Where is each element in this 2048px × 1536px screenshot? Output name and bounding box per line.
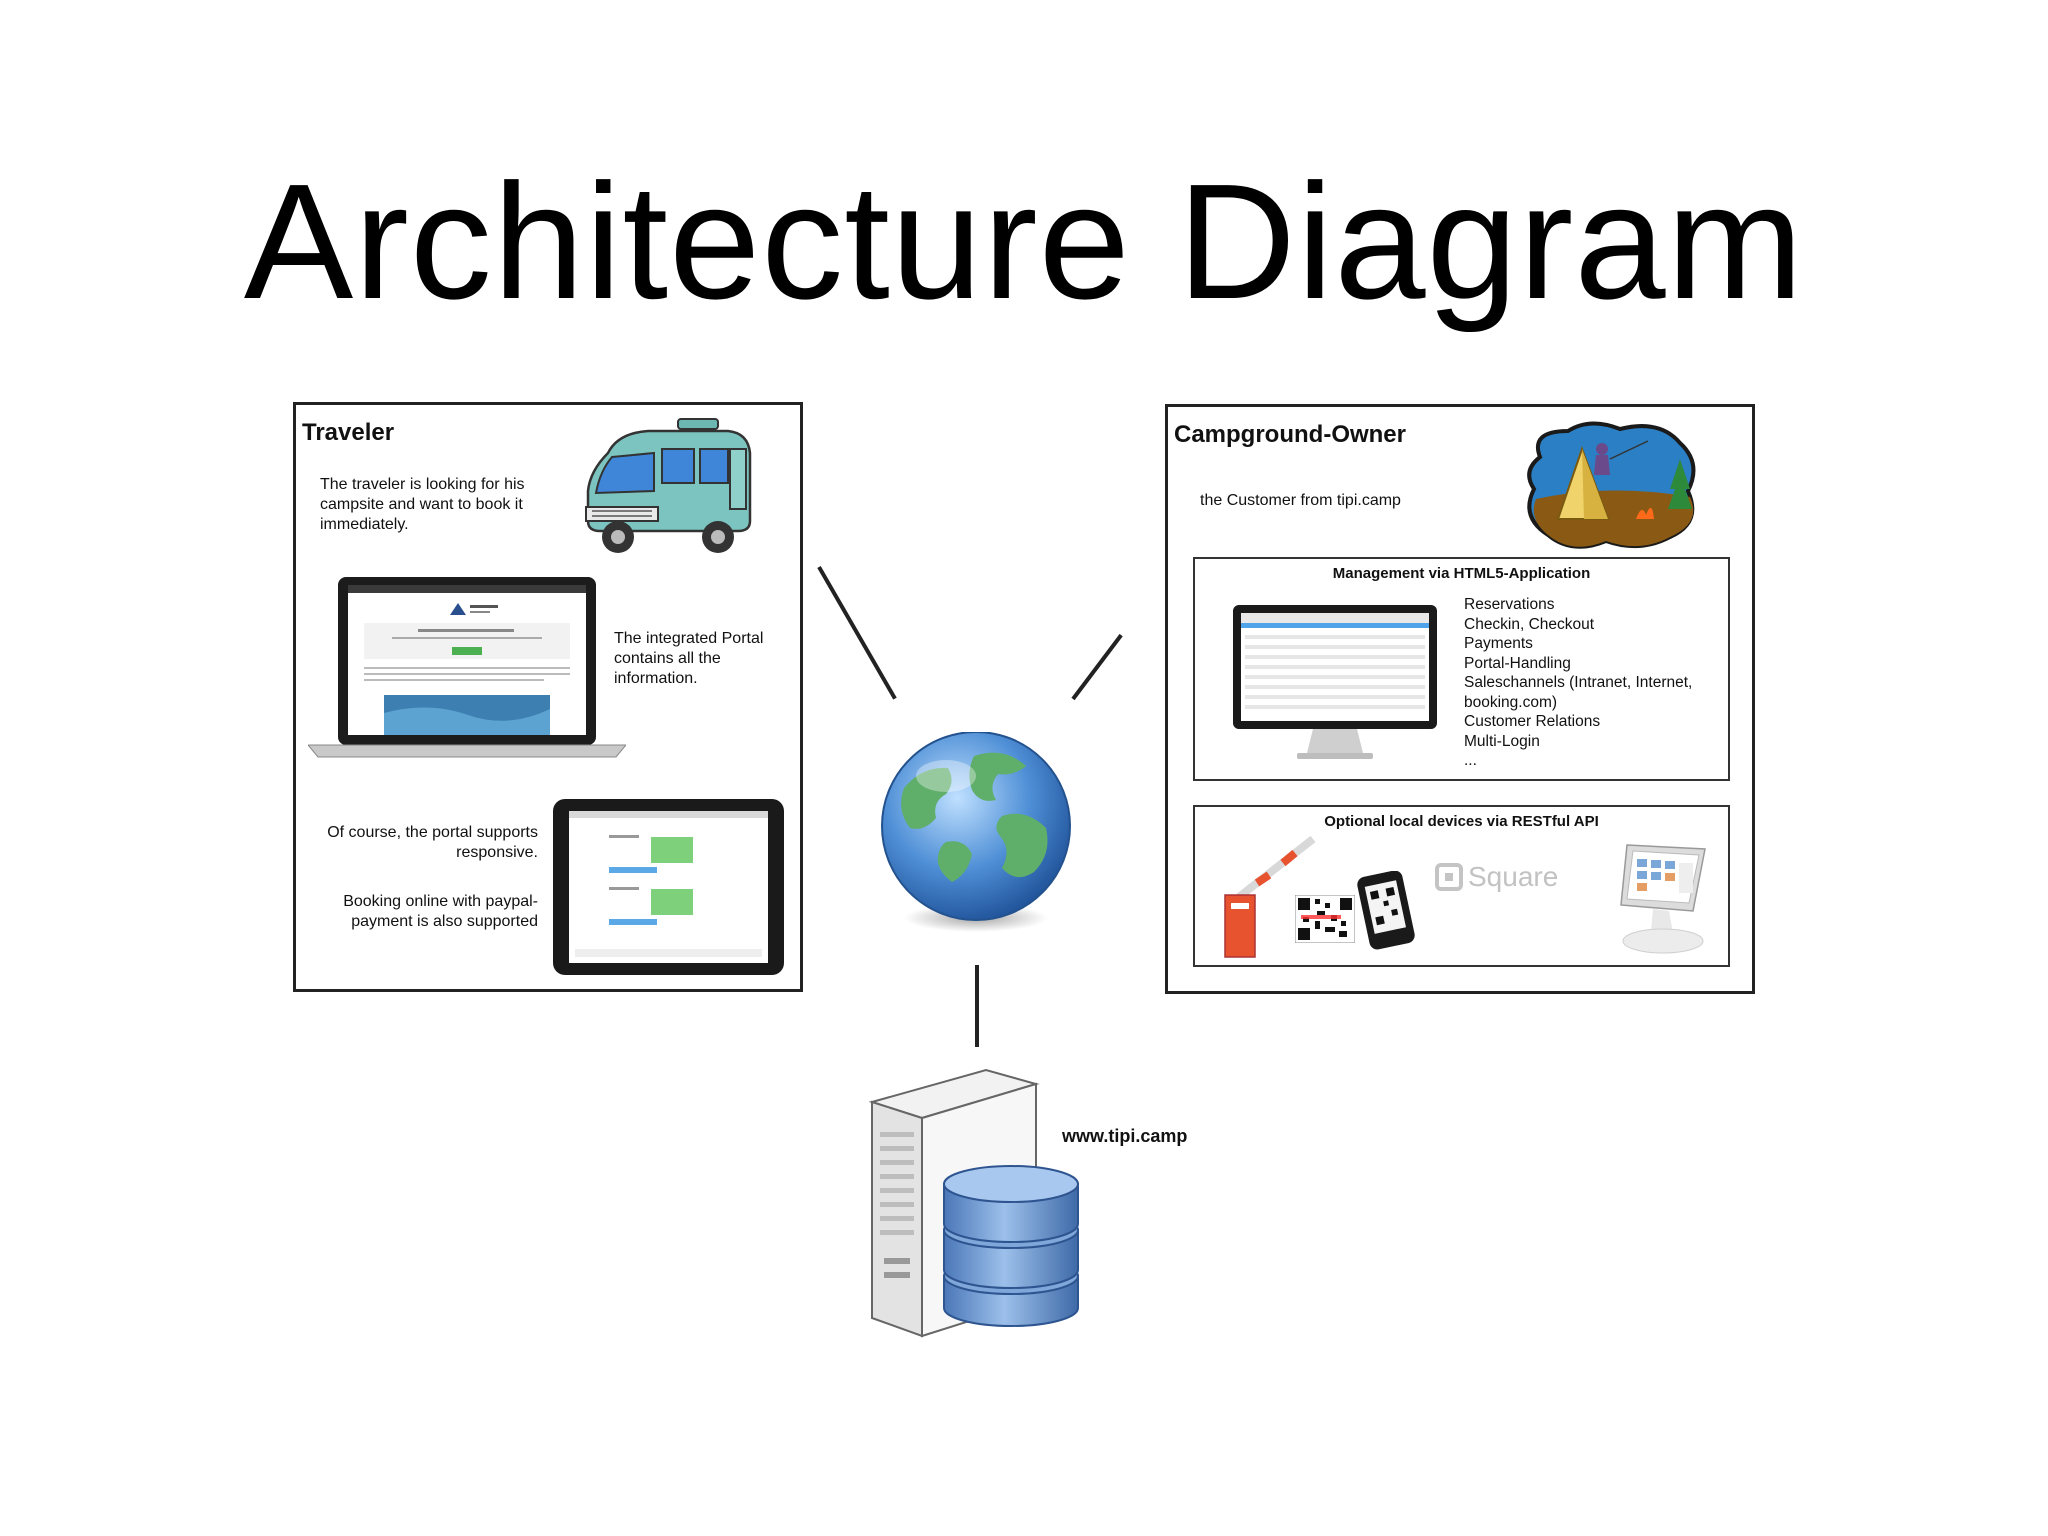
traveler-heading: Traveler [302,419,395,446]
pos-terminal-icon [1607,841,1727,957]
management-title: Management via HTML5-Application [1332,565,1591,582]
management-box: Management via HTML5-Application Reserva… [1193,557,1730,781]
server-url-label: www.tipi.camp [1062,1126,1188,1146]
devices-box: Optional local devices via RESTful API [1193,805,1730,967]
tablet-icon [551,797,786,977]
customer-text: the Customer from tipi.camp [1200,492,1401,509]
feature-item: ... [1464,752,1477,769]
feature-item: Multi-Login [1464,732,1540,750]
campground-owner-panel: Campground-Owner the Customer from tipi.… [1165,404,1755,994]
traveler-connector-line [817,566,897,700]
feature-item: Portal-Handling [1464,654,1571,672]
paypal-text: Booking online with paypal-payment is al… [343,893,538,930]
server-connector-line [975,965,979,1047]
smartphone-icon [1353,870,1429,951]
qr-code-icon [1294,894,1356,944]
square-logo-icon [1435,863,1463,891]
database-icon [940,1160,1082,1330]
portal-text: The integrated Portal contains all the i… [614,630,764,687]
campervan-icon [578,413,758,563]
feature-item: Checkin, Checkout [1464,615,1595,633]
barrier-gate-icon [1217,833,1317,959]
feature-item: Reservations [1464,596,1555,613]
square-logo-text: Square [1468,861,1559,892]
responsive-text: Of course, the portal supports responsiv… [327,824,538,861]
owner-connector-line [1071,633,1123,701]
feature-item: Payments [1464,635,1533,652]
globe-icon [876,731,1076,940]
management-feature-list: Reservations Checkin, Checkout Payments … [1464,595,1719,771]
owner-heading: Campground-Owner [1174,421,1406,448]
monitor-icon [1231,603,1439,765]
laptop-icon [306,573,628,759]
feature-item: Customer Relations [1464,713,1601,730]
traveler-intro-text: The traveler is looking for his campsite… [320,476,525,533]
traveler-panel: Traveler The traveler is looking for his… [293,402,803,992]
devices-title: Optional local devices via RESTful API [1324,813,1599,830]
feature-item: Saleschannels (Intranet, Internet, booki… [1464,674,1693,711]
campsite-illustration-icon [1520,419,1700,551]
slide-title: Architecture Diagram [243,150,1805,333]
